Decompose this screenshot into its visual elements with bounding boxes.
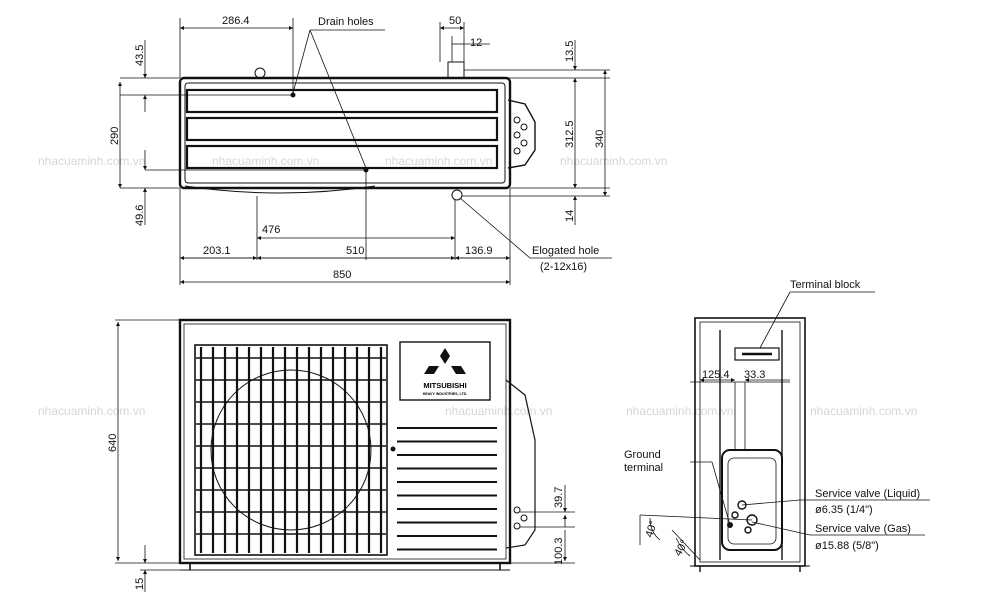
service-window [721,449,783,551]
dimension-label: 290 [109,127,121,145]
elongated-hole [451,189,463,201]
dimension-label: 15 [134,578,146,590]
dimension-label: 476 [262,224,280,236]
elongated-hole-size-label: (2-12x16) [540,261,587,273]
watermark-text: nhacuaminh.com.vn [810,404,917,418]
fan-grille-rings [196,357,386,535]
dimension-label: 125.4 [702,369,730,381]
dimension-label: 850 [333,269,351,281]
brand-logo-box [399,341,491,401]
front-view-dimension-texts: 640 15 39.7 100.3 [107,434,565,590]
ground-terminal-label: terminal [624,462,663,474]
watermark-text: nhacuaminh.com.vn [38,404,145,418]
angle-label: 40° [672,538,691,558]
side-louvres [397,427,497,551]
dimension-label: 510 [346,245,364,257]
dimension-label: 286.4 [222,15,250,27]
dimension-label: 49.6 [134,205,146,226]
service-valve-liquid-size: ø6.35 (1/4") [815,504,873,516]
dimension-label: 312.5 [564,120,576,148]
diamond-icon [451,366,466,374]
side-view-dimensions [639,291,930,561]
service-valve-gas-label: Service valve (Gas) [815,523,911,535]
front-view-dimensions [115,319,575,592]
watermark-text: nhacuaminh.com.vn [626,404,733,418]
front-view [178,318,536,571]
side-view-texts: Terminal block 125.4 33.3 Ground termina… [624,279,920,559]
top-view [178,61,536,201]
watermark-text: nhacuaminh.com.vn [212,154,319,168]
top-view-dimensions [118,18,612,285]
brand-subtitle: HEAVY INDUSTRIES, LTD. [423,392,468,396]
service-valve-gas-size: ø15.88 (5/8") [815,540,879,552]
ground-terminal-label: Ground [624,449,661,461]
dimension-label: 100.3 [553,537,565,565]
terminal-block-label: Terminal block [790,279,861,291]
watermark-text: nhacuaminh.com.vn [385,154,492,168]
fan-grille [194,344,388,556]
diamond-icon [424,366,439,374]
elongated-hole-label: Elogated hole [532,245,599,257]
side-view [690,317,810,572]
front-view-body [178,318,512,565]
valve-side-panel [507,99,536,169]
dimension-label: 39.7 [553,487,565,508]
fan-circle [210,369,372,531]
watermark-text: nhacuaminh.com.vn [445,404,552,418]
top-view-dimension-texts: 286.4 Drain holes 50 12 43.5 290 49.6 13… [109,15,606,281]
angle-label: 40° [643,519,660,539]
watermark-text: nhacuaminh.com.vn [38,154,145,168]
dimension-label: 50 [449,15,461,27]
mitsubishi-logo: MITSUBISHI HEAVY INDUSTRIES, LTD. [423,348,468,396]
watermark-text: nhacuaminh.com.vn [560,154,667,168]
front-valve-side-panel [505,379,536,549]
dimension-label: 14 [564,210,576,222]
watermarks: nhacuaminh.com.vn nhacuaminh.com.vn nhac… [38,154,917,418]
dimension-label: 640 [107,434,119,452]
dimension-label: 12 [470,37,482,49]
drain-holes-label: Drain holes [318,16,374,28]
dimension-label: 340 [594,130,606,148]
top-knob [254,67,266,79]
dimension-label: 13.5 [564,41,576,62]
service-valve-liquid-label: Service valve (Liquid) [815,488,920,500]
brand-name: MITSUBISHI [423,381,466,390]
pipe-fitting [447,61,465,79]
diamond-icon [440,348,450,364]
dimension-label: 203.1 [203,245,231,257]
fan-grille-bars [199,347,383,553]
top-view-body [178,76,512,190]
dimension-label: 43.5 [134,45,146,66]
terminal-block [734,347,780,361]
dimension-label: 136.9 [465,245,493,257]
dimension-label: 33.3 [744,369,765,381]
